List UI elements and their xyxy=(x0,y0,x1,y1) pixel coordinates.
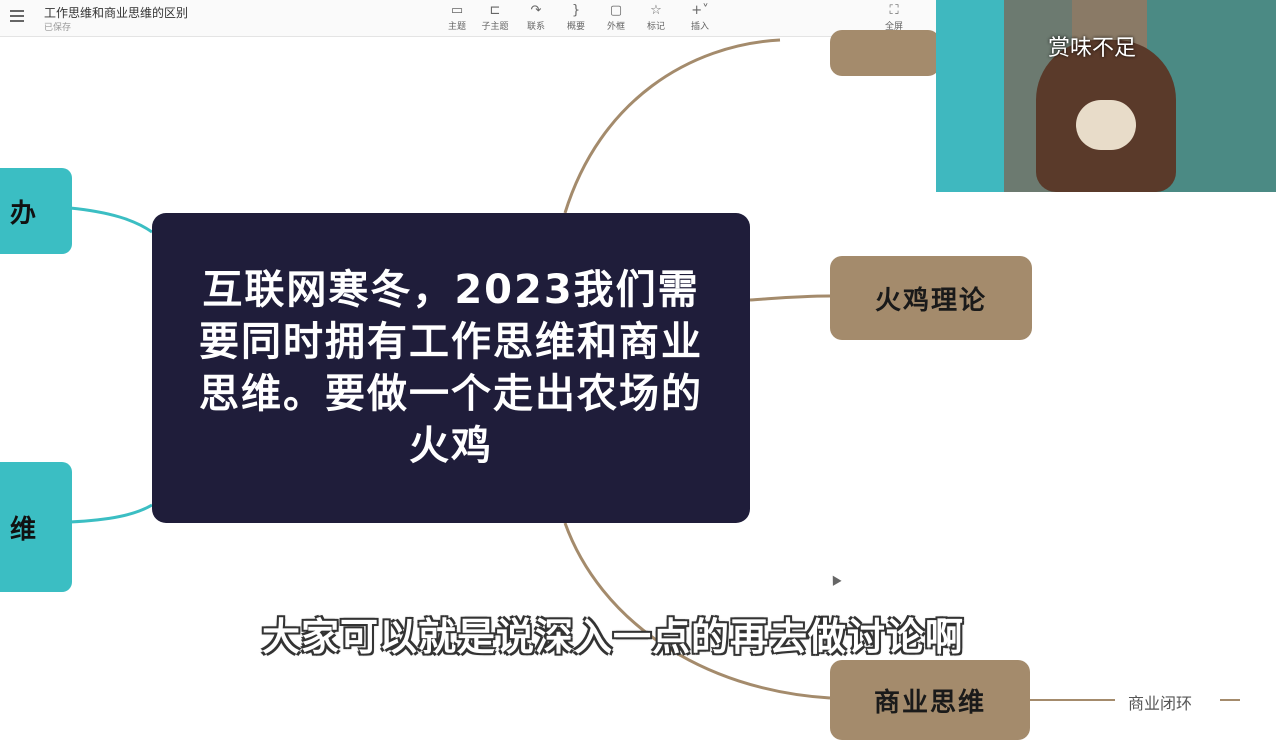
left-top-node-label: 办 xyxy=(9,198,36,229)
left-top-node[interactable]: 办 xyxy=(0,168,72,254)
fullscreen-tool-button[interactable]: ⛶ 全屏 xyxy=(874,3,914,32)
boundary-icon: ▢ xyxy=(609,3,623,18)
central-topic-label: 互联网寒冬，2023我们需要同时拥有工作思维和商业思维。要做一个走出农场的 火鸡 xyxy=(199,267,703,469)
turkey-theory-label: 火鸡理论 xyxy=(874,285,987,316)
webcam-caption: 赏味不足 xyxy=(1048,36,1137,61)
document-title[interactable]: 工作思维和商业思维的区别 xyxy=(44,6,189,20)
right-top-node[interactable] xyxy=(830,30,940,76)
topic-tool-button[interactable]: ▭ 主题 xyxy=(437,3,477,32)
boundary-tool-button[interactable]: ▢ 外框 xyxy=(596,3,636,32)
hamburger-menu-icon[interactable] xyxy=(10,10,24,22)
insert-tool-button[interactable]: +˅ 插入 xyxy=(680,3,720,32)
left-bottom-node-label: 维 xyxy=(9,514,36,545)
relationship-tool-button[interactable]: ↷ 联系 xyxy=(516,3,556,32)
fullscreen-icon: ⛶ xyxy=(889,3,899,18)
plus-icon: +˅ xyxy=(691,3,709,18)
marker-tool-button[interactable]: ☆ 标记 xyxy=(636,3,676,32)
central-topic-node[interactable]: 互联网寒冬，2023我们需要同时拥有工作思维和商业思维。要做一个走出农场的 火鸡 xyxy=(152,213,750,523)
mascot-snout-image xyxy=(1076,100,1136,150)
theme-icon: ▭ xyxy=(450,3,464,18)
connector-lines xyxy=(69,38,1240,701)
save-status: 已保存 xyxy=(44,23,72,33)
summary-tool-button[interactable]: } 概要 xyxy=(556,3,596,32)
summary-icon: } xyxy=(571,3,581,18)
webcam-overlay: 赏味不足 xyxy=(936,0,1276,192)
relationship-icon: ↷ xyxy=(530,3,542,18)
left-bottom-node[interactable]: 维 xyxy=(0,462,72,592)
business-thinking-node[interactable]: 商业思维 xyxy=(830,660,1030,740)
subtopic-tool-button[interactable]: ⊏ 子主题 xyxy=(475,3,515,32)
star-icon: ☆ xyxy=(650,3,662,18)
business-thinking-label: 商业思维 xyxy=(873,687,986,718)
subtopic-icon: ⊏ xyxy=(489,3,501,18)
turkey-theory-node[interactable]: 火鸡理论 xyxy=(830,256,1032,340)
video-subtitle: 大家可以就是说深入一点的再去做讨论啊 xyxy=(262,615,965,659)
business-loop-leaf[interactable]: 商业闭环 xyxy=(1128,694,1193,713)
